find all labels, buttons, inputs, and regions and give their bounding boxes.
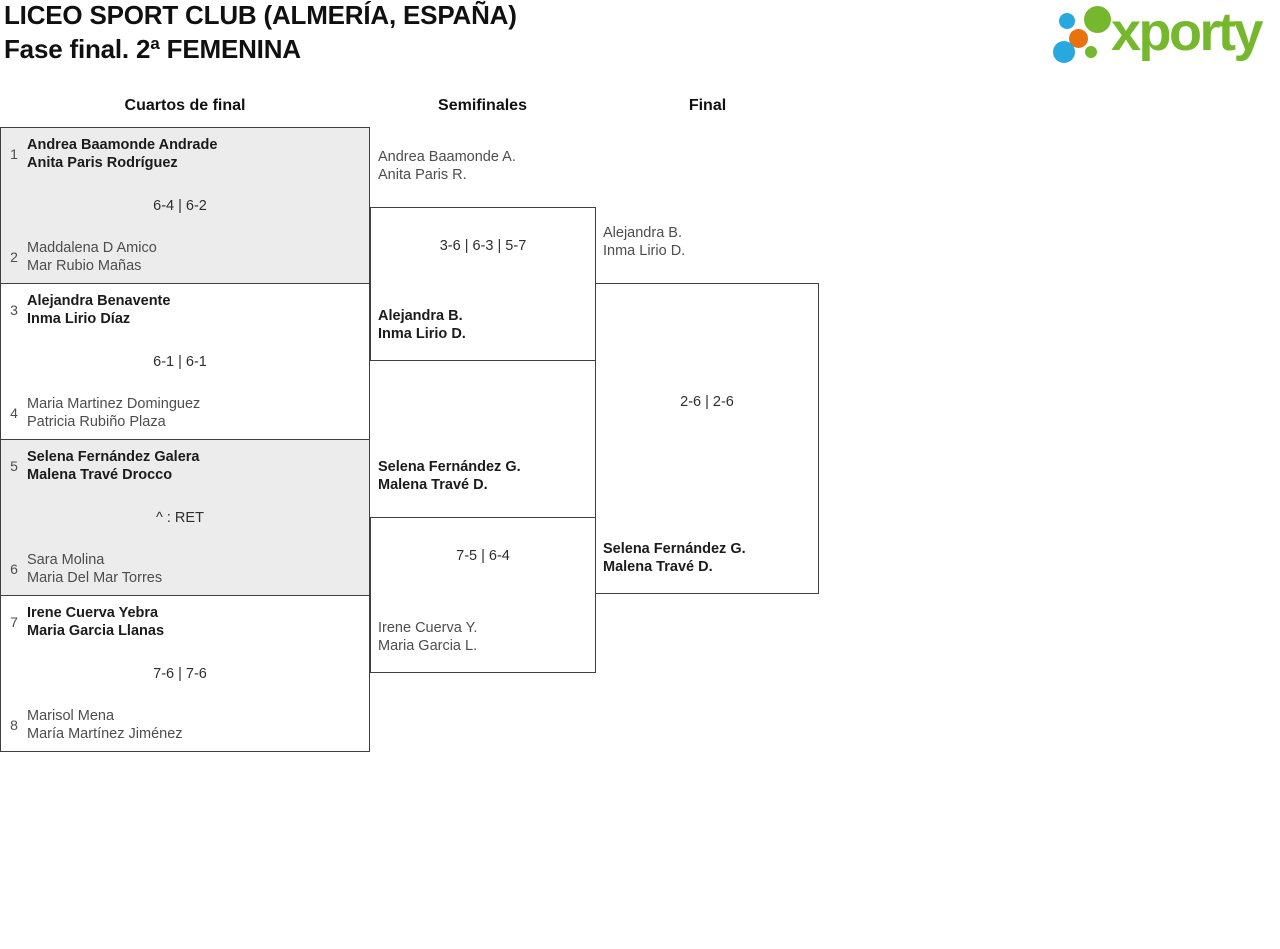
team-players: Andrea Baamonde Andrade Anita Paris Rodr… (27, 136, 217, 172)
match-semifinal-1: Andrea Baamonde A. Anita Paris R. 3-6 | … (370, 149, 596, 361)
player-name: María Martínez Jiménez (27, 726, 183, 742)
header: LICEO SPORT CLUB (ALMERÍA, ESPAÑA) Fase … (4, 0, 517, 66)
match-score: 6-4 | 6-2 (153, 197, 207, 214)
seed-number: 2 (10, 249, 18, 265)
player-name: Malena Travé D. (378, 477, 488, 493)
team-players: Maddalena D Amico Mar Rubio Mañas (27, 239, 157, 275)
page-title: LICEO SPORT CLUB (ALMERÍA, ESPAÑA) (4, 0, 517, 30)
team-players: Selena Fernández G. Malena Travé D. (603, 540, 746, 576)
player-name: Alejandra B. (378, 308, 463, 324)
team-players: Maria Martinez Dominguez Patricia Rubiño… (27, 395, 200, 431)
team-players: Irene Cuerva Yebra Maria Garcia Llanas (27, 604, 164, 640)
player-name: Malena Travé Drocco (27, 467, 173, 483)
match-score: 7-6 | 7-6 (153, 665, 207, 682)
match-semifinal-2: Selena Fernández G. Malena Travé D. 7-5 … (370, 459, 596, 673)
page-subtitle: Fase final. 2ª FEMENINA (4, 34, 301, 64)
player-name: Inma Lirio Díaz (27, 311, 131, 327)
seed-number: 7 (10, 614, 18, 630)
seed-number: 6 (10, 561, 18, 577)
match-quarterfinal-4: 7 Irene Cuerva Yebra Maria Garcia Llanas… (0, 595, 370, 752)
xporty-logo[interactable]: xporty (1045, 0, 1277, 82)
player-name: Alejandra Benavente (27, 293, 171, 309)
team-players: Alejandra B. Inma Lirio D. (378, 307, 466, 343)
team-row: 5 Selena Fernández Galera Malena Travé D… (1, 448, 359, 484)
match-quarterfinal-3: 5 Selena Fernández Galera Malena Travé D… (0, 439, 370, 596)
player-name: Inma Lirio D. (378, 326, 466, 342)
logo-dot-green-small-icon (1085, 46, 1097, 58)
column-header-final: Final (688, 97, 727, 114)
team-players: Irene Cuerva Y. Maria Garcia L. (378, 619, 477, 655)
seed-number: 1 (10, 146, 18, 162)
seed-number: 5 (10, 458, 18, 474)
logo-dot-green-large-icon (1084, 6, 1111, 33)
player-name: Anita Paris R. (378, 167, 467, 183)
player-name: Malena Travé D. (603, 559, 713, 575)
seed-number: 8 (10, 717, 18, 733)
match-quarterfinal-1: 1 Andrea Baamonde Andrade Anita Paris Ro… (0, 127, 370, 284)
seed-number: 4 (10, 405, 18, 421)
match-score: 3-6 | 6-3 | 5-7 (439, 238, 527, 254)
logo-wordmark: xporty (1111, 2, 1264, 62)
team-players: Andrea Baamonde A. Anita Paris R. (378, 148, 516, 184)
team-players: Sara Molina Maria Del Mar Torres (27, 551, 162, 587)
player-name: Maria Garcia Llanas (27, 623, 165, 639)
player-name: Anita Paris Rodríguez (27, 155, 178, 171)
match-score: 7-5 | 6-4 (456, 548, 510, 564)
player-name: Marisol Mena (27, 708, 115, 724)
player-name: Sara Molina (27, 552, 105, 568)
player-name: Maria Del Mar Torres (27, 570, 163, 586)
column-header-quarterfinals: Cuartos de final (124, 97, 246, 114)
player-name: Maria Garcia L. (378, 638, 478, 654)
team-row: 6 Sara Molina Maria Del Mar Torres (1, 551, 359, 587)
team-players: Selena Fernández Galera Malena Travé Dro… (27, 448, 199, 484)
team-players: Alejandra B. Inma Lirio D. (603, 224, 685, 260)
column-header-semifinals: Semifinales (438, 97, 527, 114)
match-score: ^ : RET (156, 509, 204, 526)
team-row: 1 Andrea Baamonde Andrade Anita Paris Ro… (1, 136, 359, 172)
logo-dot-orange-icon (1069, 29, 1088, 48)
player-name: Mar Rubio Mañas (27, 258, 142, 274)
player-name: Irene Cuerva Y. (378, 620, 478, 636)
team-row: 4 Maria Martinez Dominguez Patricia Rubi… (1, 395, 359, 431)
player-name: Maddalena D Amico (27, 240, 157, 256)
player-name: Inma Lirio D. (603, 243, 686, 259)
player-name: Selena Fernández Galera (27, 449, 200, 465)
team-players: Alejandra Benavente Inma Lirio Díaz (27, 292, 170, 328)
player-name: Andrea Baamonde A. (378, 149, 516, 165)
match-final: Alejandra B. Inma Lirio D. 2-6 | 2-6 Sel… (595, 225, 819, 594)
team-players: Selena Fernández G. Malena Travé D. (378, 458, 521, 494)
team-players: Marisol Mena María Martínez Jiménez (27, 707, 183, 743)
player-name: Andrea Baamonde Andrade (27, 137, 218, 153)
player-name: Selena Fernández G. (603, 541, 746, 557)
player-name: Patricia Rubiño Plaza (27, 414, 166, 430)
team-row: 7 Irene Cuerva Yebra Maria Garcia Llanas (1, 604, 359, 640)
logo-dot-blue-small-icon (1059, 13, 1075, 29)
player-name: Maria Martinez Dominguez (27, 396, 201, 412)
player-name: Irene Cuerva Yebra (27, 605, 159, 621)
match-quarterfinal-2: 3 Alejandra Benavente Inma Lirio Díaz 6-… (0, 283, 370, 440)
team-row: 2 Maddalena D Amico Mar Rubio Mañas (1, 239, 359, 275)
player-name: Selena Fernández G. (378, 459, 521, 475)
match-score: 6-1 | 6-1 (153, 353, 207, 370)
player-name: Alejandra B. (603, 225, 682, 241)
match-score: 2-6 | 2-6 (680, 394, 734, 410)
logo-dot-blue-large-icon (1053, 41, 1075, 63)
seed-number: 3 (10, 302, 18, 318)
team-row: 8 Marisol Mena María Martínez Jiménez (1, 707, 359, 743)
team-row: 3 Alejandra Benavente Inma Lirio Díaz (1, 292, 359, 328)
